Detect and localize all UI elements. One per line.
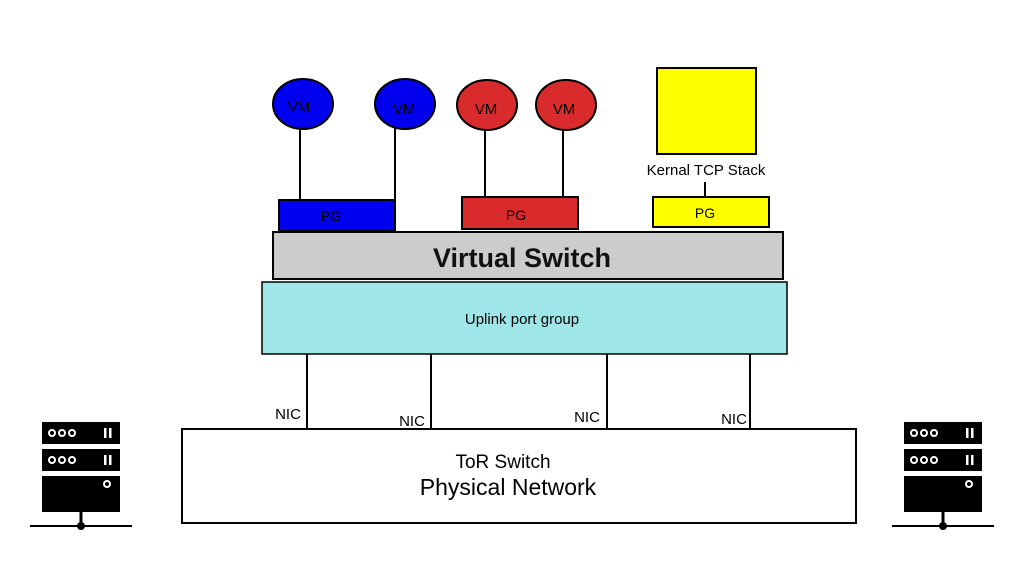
port-group-blue-label: PG	[321, 208, 341, 224]
vm-blue-1-label: VM	[288, 99, 311, 116]
vm-blue-2-label: VM	[393, 101, 416, 118]
tor-switch: ToR Switch Physical Network	[181, 428, 857, 524]
uplink-port-group-label: Uplink port group	[465, 311, 579, 328]
port-group-red: PG	[461, 196, 579, 230]
right-server-network-icon	[892, 422, 994, 530]
uplink-port-group: Uplink port group	[261, 281, 788, 355]
virtual-switch: Virtual Switch	[272, 231, 784, 280]
nic-2-label: NIC	[399, 413, 425, 430]
vm-red-1-label: VM	[475, 101, 498, 118]
port-group-red-label: PG	[506, 207, 526, 223]
left-server-network-icon	[30, 422, 132, 530]
nic-1-label: NIC	[275, 406, 301, 423]
kernel-tcp-stack-label: Kernal TCP Stack	[647, 162, 766, 179]
port-group-yellow-label: PG	[695, 205, 715, 221]
port-group-yellow: PG	[652, 196, 770, 228]
kernel-tcp-stack-box	[656, 67, 757, 155]
virtual-switch-label: Virtual Switch	[433, 243, 611, 273]
nic-3-label: NIC	[574, 409, 600, 426]
vm-red-2: VM	[535, 79, 597, 131]
vm-blue-2: VM	[374, 78, 436, 130]
physical-network-label: Physical Network	[420, 474, 597, 500]
port-group-blue: PG	[278, 199, 396, 232]
vm-red-2-label: VM	[553, 101, 576, 118]
nic-4-label: NIC	[721, 411, 747, 428]
vm-red-1: VM	[456, 79, 518, 131]
tor-switch-label: ToR Switch	[455, 452, 550, 473]
vm-blue-1: VM	[272, 78, 334, 130]
